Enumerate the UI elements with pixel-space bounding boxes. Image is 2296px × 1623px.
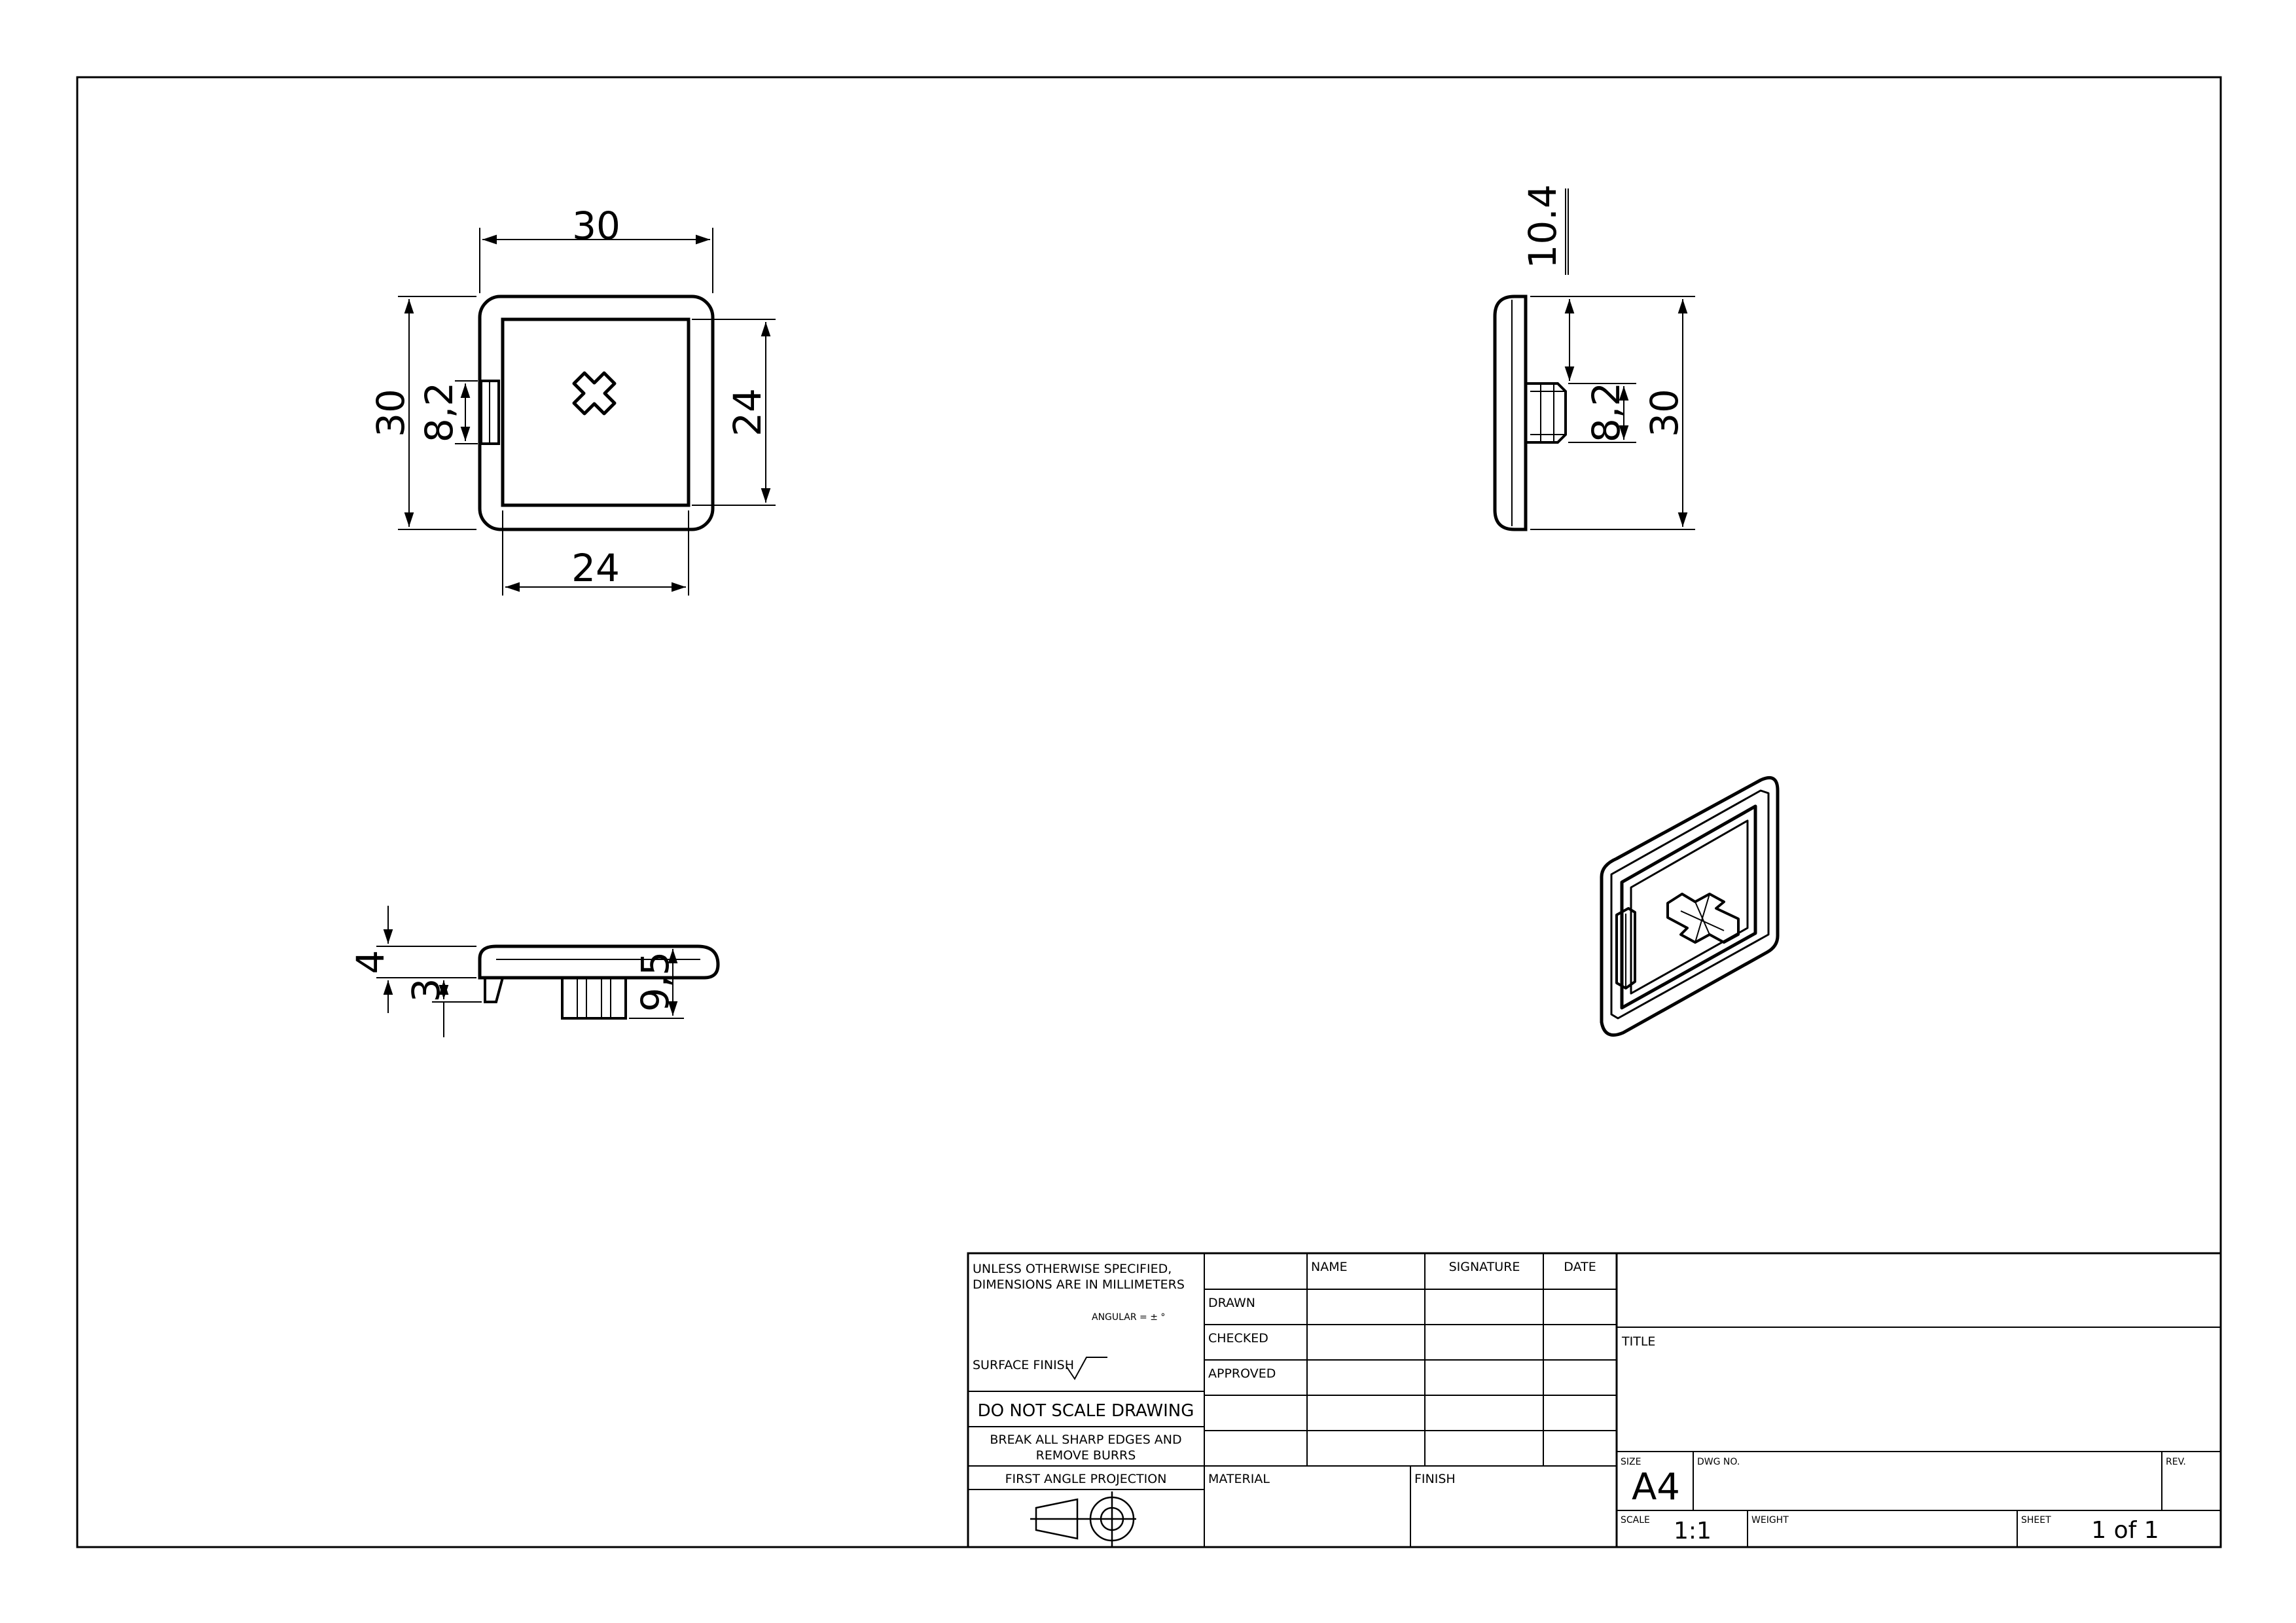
dim-front-tab: 8,2 [417, 382, 461, 442]
tb-weight-label: WEIGHT [1751, 1515, 1789, 1525]
title-block [967, 1252, 2222, 1548]
front-outer-outline [478, 294, 715, 531]
tb-row-approved: APPROVED [1208, 1366, 1276, 1381]
tb-break-edges-1: BREAK ALL SHARP EDGES AND [990, 1433, 1181, 1447]
tb-scale-label: SCALE [1621, 1515, 1650, 1525]
dim-bottom-boss: 9,5 [633, 952, 677, 1012]
tb-surface-finish: SURFACE FINISH [973, 1358, 1074, 1372]
bottom-boss [561, 978, 627, 1020]
dim-bottom-lip: 3 [404, 978, 448, 1003]
iso-cross-boss [1666, 893, 1740, 944]
tb-rev-label: REV. [2166, 1457, 2186, 1467]
front-view [398, 228, 776, 596]
tb-col-date: DATE [1564, 1260, 1596, 1274]
iso-outer-outline [1600, 776, 1780, 1037]
tb-size-value: A4 [1632, 1466, 1680, 1508]
iso-inner-frame [1620, 804, 1757, 1010]
front-cross-boss [572, 371, 617, 416]
side-plate-outline [1493, 294, 1528, 531]
side-view [1493, 188, 1695, 531]
dim-side-depth: 10.4 [1520, 184, 1565, 268]
tb-dwg-no-label: DWG NO. [1697, 1457, 1740, 1467]
tb-col-signature: SIGNATURE [1449, 1260, 1520, 1274]
dim-front-width: 30 [572, 204, 620, 248]
tb-material: MATERIAL [1208, 1472, 1270, 1486]
front-inner-outline [501, 317, 691, 507]
dim-front-inner-height: 24 [725, 388, 770, 437]
surface-finish-symbol [1066, 1357, 1107, 1380]
tb-row-drawn: DRAWN [1208, 1296, 1255, 1310]
tb-break-edges-2: REMOVE BURRS [1036, 1448, 1136, 1463]
tb-size-label: SIZE [1621, 1457, 1641, 1467]
iso-inner-face [1630, 819, 1749, 995]
bottom-view [376, 906, 720, 1037]
tb-do-not-scale: DO NOT SCALE DRAWING [978, 1401, 1194, 1421]
dim-front-inner-width: 24 [571, 546, 620, 590]
tb-row-checked: CHECKED [1208, 1331, 1268, 1346]
isometric-view [1600, 776, 1780, 1037]
tb-scale-value: 1:1 [1674, 1518, 1712, 1544]
tb-title-label: TITLE [1621, 1334, 1655, 1349]
tb-sheet-value: 1 of 1 [2091, 1517, 2159, 1544]
iso-outer-rim [1610, 789, 1770, 1020]
first-angle-projection-symbol [1030, 1491, 1136, 1546]
dim-front-height: 30 [368, 389, 413, 437]
tb-col-name: NAME [1311, 1260, 1348, 1274]
dim-bottom-flange: 4 [348, 950, 393, 974]
tb-notes-line2: DIMENSIONS ARE IN MILLIMETERS [973, 1277, 1185, 1292]
dim-side-height: 30 [1642, 389, 1687, 437]
tb-projection: FIRST ANGLE PROJECTION [1005, 1472, 1167, 1486]
bottom-lip [484, 977, 504, 1003]
tb-finish: FINISH [1414, 1472, 1456, 1486]
bottom-plate-outline [478, 944, 720, 980]
dim-side-tab: 8,2 [1584, 382, 1628, 442]
iso-side-tab [1615, 907, 1636, 990]
tb-angular: ANGULAR = ± ° [1092, 1312, 1165, 1323]
tb-notes-line1: UNLESS OTHERWISE SPECIFIED, [973, 1262, 1172, 1276]
tb-sheet-label: SHEET [2021, 1515, 2051, 1525]
side-boss [1527, 382, 1567, 444]
